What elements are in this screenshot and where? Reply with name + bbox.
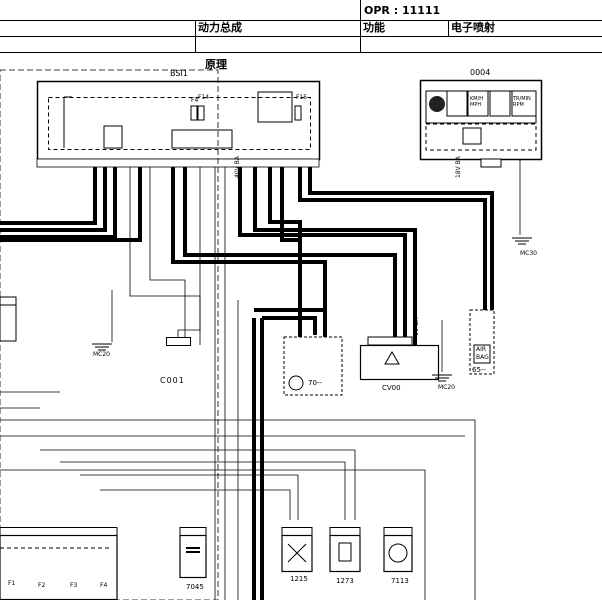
- c001-connector: [166, 337, 191, 346]
- c7045-code: 7045: [186, 583, 204, 591]
- airbag-code: 65--: [472, 366, 486, 374]
- right-wire-label: 40V BA: [234, 156, 241, 178]
- cv00-code: CV00: [382, 384, 401, 392]
- ground-mc30: MC30: [520, 250, 538, 257]
- airbag-label-1: AIR: [476, 346, 487, 353]
- fuse-f4: F4: [191, 97, 199, 104]
- component-1215: [281, 527, 313, 573]
- cv00-box: [359, 336, 440, 381]
- cluster-wire-label: 18V BA: [455, 156, 462, 178]
- horn-box: [283, 336, 343, 396]
- fuse-f15: F15: [296, 94, 308, 101]
- bsi-connector: [36, 158, 320, 168]
- c1273-code: 1273: [336, 577, 354, 585]
- cluster-box: [419, 79, 543, 168]
- component-7045: [179, 527, 207, 579]
- bsi-box: [36, 80, 321, 161]
- ground-mc20-b: MC20: [438, 384, 456, 391]
- group-label: 动力总成: [198, 21, 242, 34]
- section-title: 原理: [205, 58, 227, 71]
- ground-symbols: [92, 237, 532, 382]
- cluster-speed-label: KM/H MPH: [470, 96, 484, 108]
- bottom-fuse-f4: F4: [100, 582, 108, 589]
- function-label: 功能: [363, 21, 385, 34]
- fuse-f14: F14: [198, 94, 210, 101]
- lower-connector: [0, 527, 118, 600]
- airbag-box: [469, 309, 495, 375]
- opr-label: OPR : 11111: [360, 4, 602, 21]
- bottom-fuse-f3: F3: [70, 582, 78, 589]
- component-1273: [329, 527, 361, 573]
- horn-code: 70--: [308, 379, 322, 387]
- cluster-rpm-label: TR/MIN RPM: [513, 96, 531, 108]
- c001-code: C001: [160, 376, 185, 385]
- c7113-code: 7113: [391, 577, 409, 585]
- component-7113: [383, 527, 413, 573]
- airbag-label-2: BAG: [476, 354, 489, 361]
- bottom-fuse-f1: F1: [8, 580, 16, 587]
- ground-mc20-a: MC20: [93, 351, 111, 358]
- function-value: 电子喷射: [451, 21, 495, 34]
- cluster-code: 0004: [470, 68, 491, 77]
- bottom-fuse-f2: F2: [38, 582, 46, 589]
- ecu-code: BSI1: [170, 69, 188, 78]
- cv00-ground-wire: 6V GR: [413, 317, 420, 336]
- left-device: [0, 296, 17, 342]
- c1215-code: 1215: [290, 575, 308, 583]
